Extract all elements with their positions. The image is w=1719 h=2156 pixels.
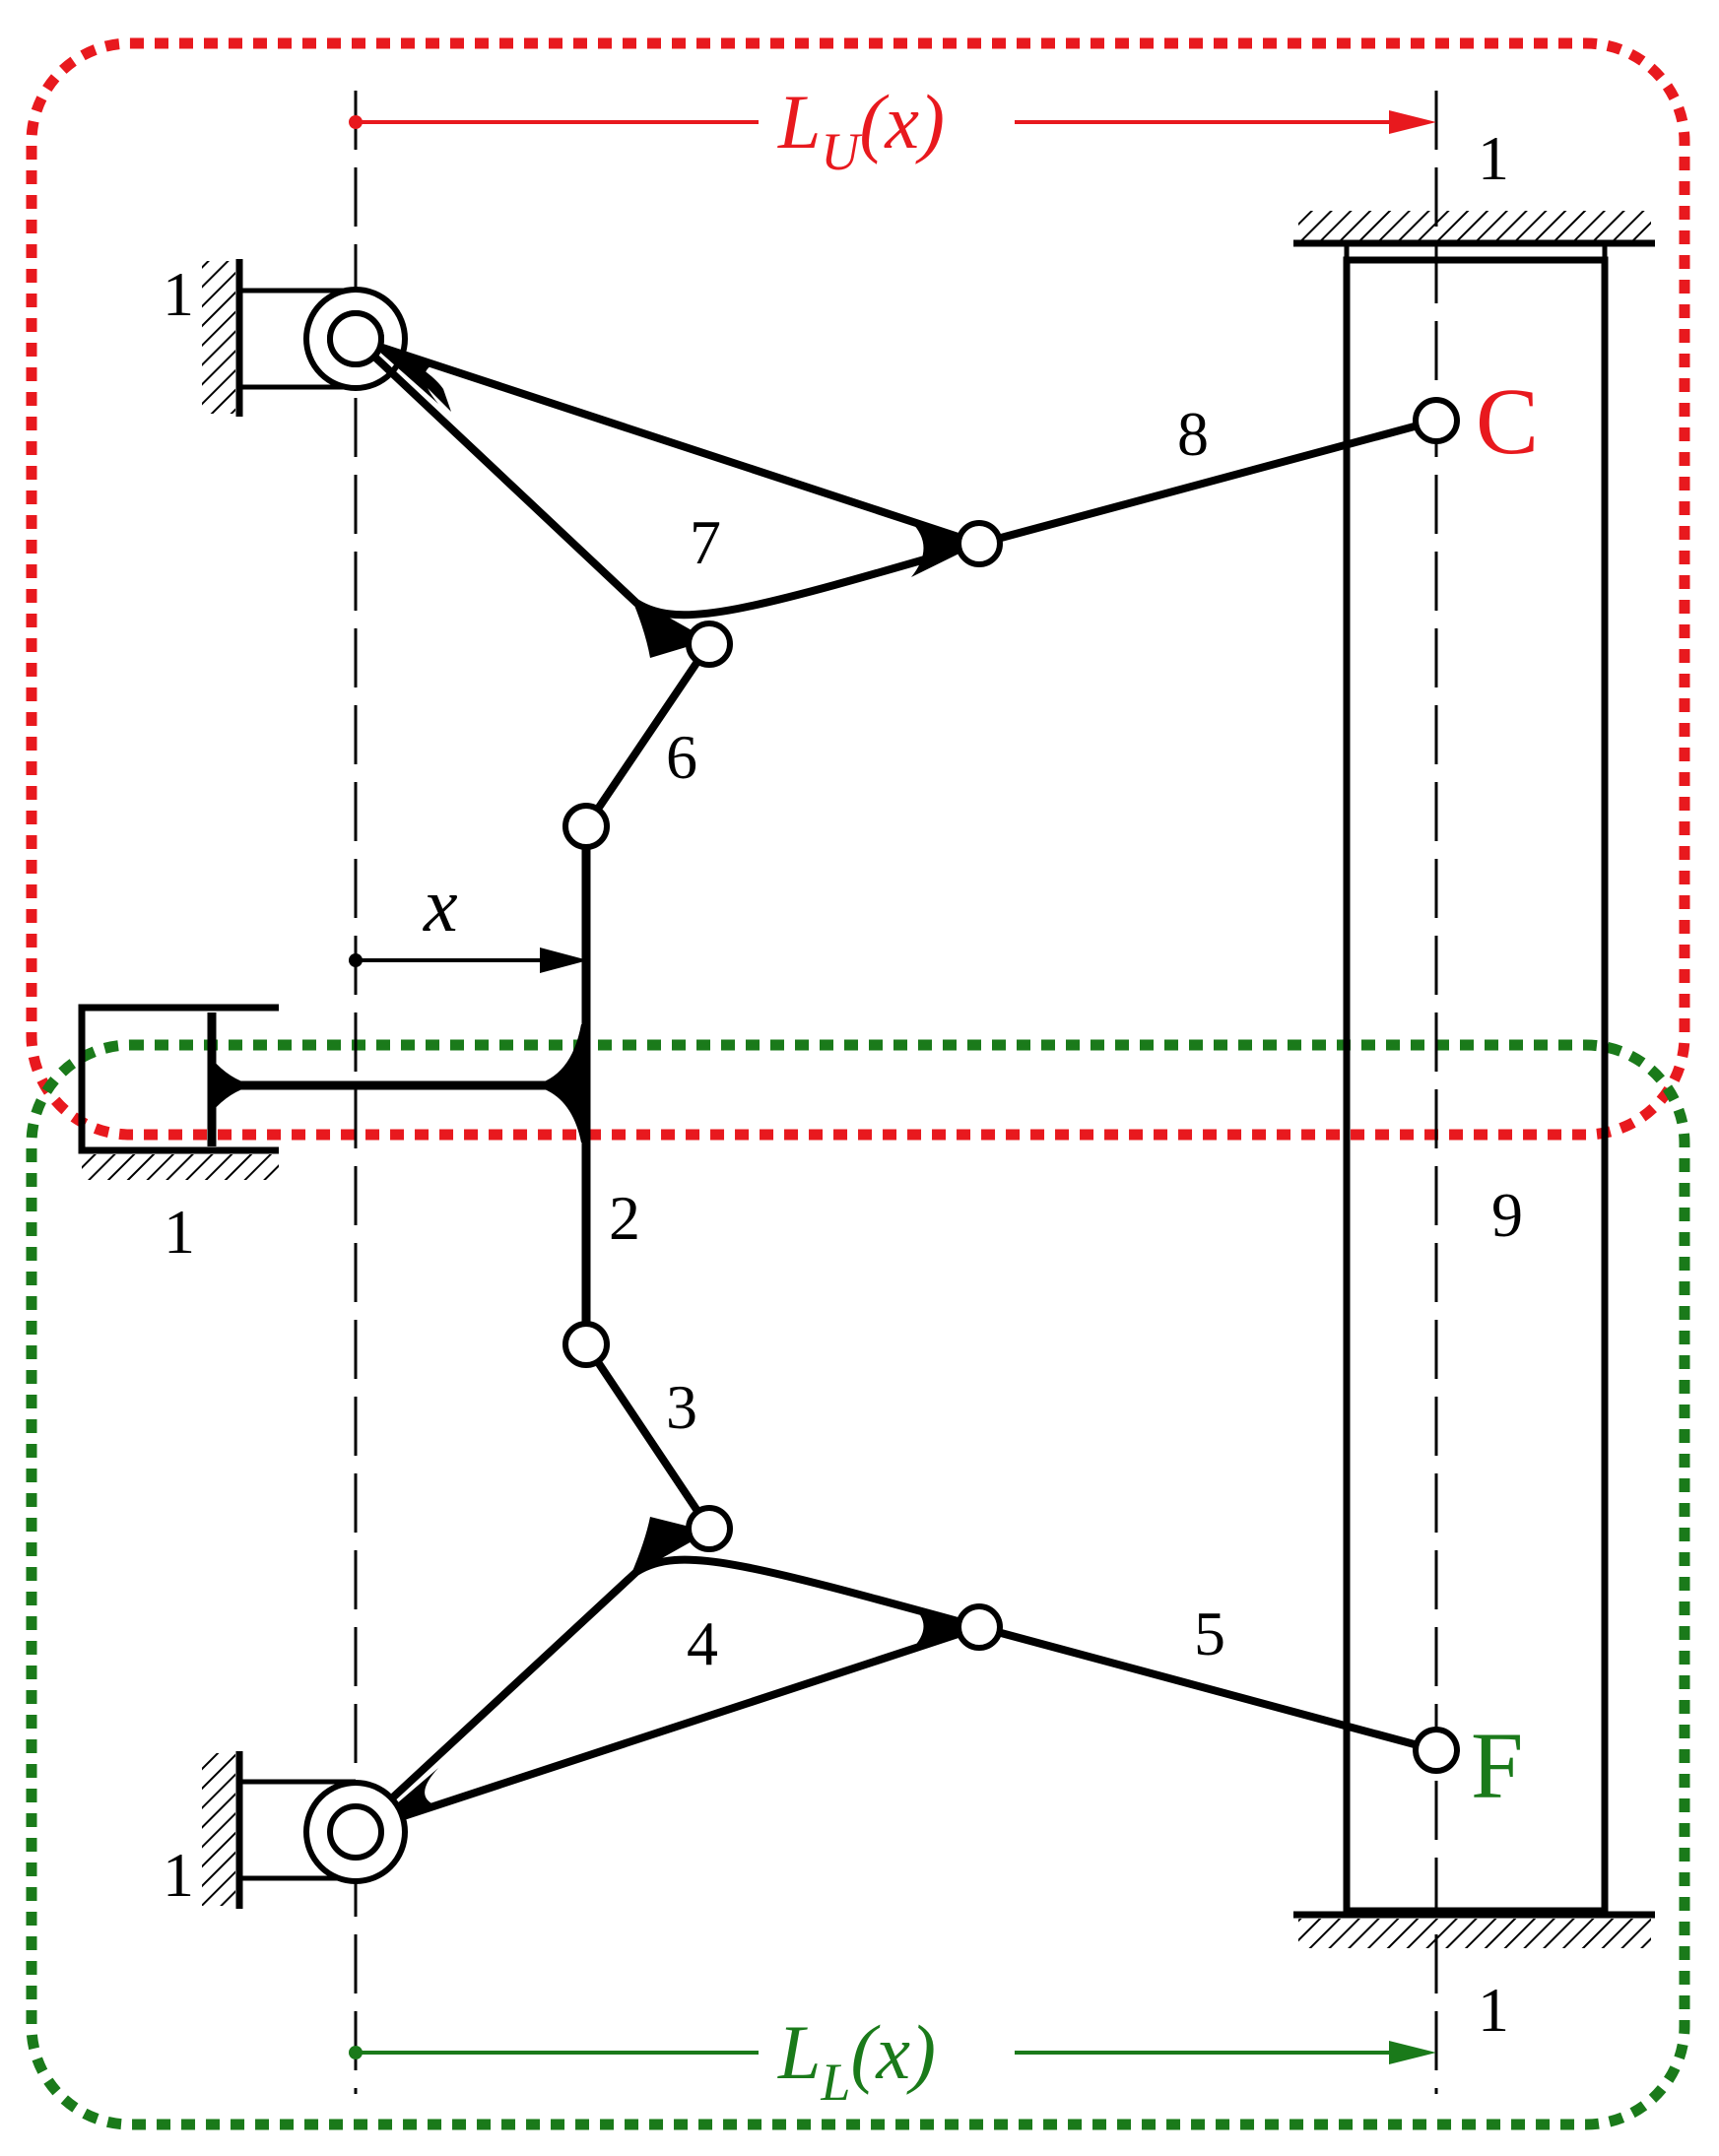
joint-6-7: [686, 621, 733, 668]
link-label-3: 3: [666, 1372, 697, 1442]
link-7-triangle: [353, 335, 981, 658]
ground-label-lower-left: 1: [163, 1840, 194, 1910]
x-dimension: x: [349, 862, 588, 973]
joint-c: [1413, 397, 1460, 444]
lower-region-boundary: [26, 1039, 1690, 2130]
pivot-upper-inner: [327, 310, 384, 367]
link-6: [582, 641, 713, 829]
link-label-2: 2: [609, 1183, 640, 1253]
ground-label-upper-left: 1: [163, 259, 194, 329]
slider-guide: [78, 1004, 279, 1180]
joint-7-8: [956, 520, 1003, 567]
joint-f: [1413, 1727, 1460, 1774]
upper-dimension-label: LU(x): [777, 79, 945, 181]
lower-dimension-label: LL(x): [777, 2009, 936, 2112]
point-c-label: C: [1476, 368, 1539, 474]
upper-region-boundary: [26, 37, 1690, 1141]
link-8: [977, 417, 1438, 548]
x-dimension-label: x: [423, 862, 458, 947]
link-3: [582, 1341, 713, 1532]
ground-top-right: [1293, 211, 1655, 260]
link-4-triangle: [353, 1517, 981, 1836]
link-label-7: 7: [690, 507, 721, 577]
ground-bottom-right: [1293, 1911, 1655, 1948]
joint-2-3: [562, 1321, 610, 1368]
link-label-9: 9: [1491, 1180, 1523, 1250]
point-f-label: F: [1471, 1713, 1523, 1818]
link-label-6: 6: [666, 722, 697, 792]
upper-dimension: LU(x): [349, 79, 1436, 181]
ground-label-slider: 1: [164, 1197, 195, 1267]
joint-3-4: [686, 1505, 733, 1552]
link-label-4: 4: [687, 1608, 718, 1678]
link-label-5: 5: [1194, 1599, 1225, 1668]
link-label-8: 8: [1177, 399, 1209, 469]
ground-pivot-lower: [202, 1751, 356, 1909]
link-9-frame: [1343, 256, 1609, 1915]
link-2-slider: [207, 826, 591, 1344]
joint-2-6: [562, 803, 610, 850]
joint-4-5: [956, 1603, 1003, 1651]
ground-label-top-right: 1: [1478, 123, 1509, 193]
lower-dimension: LL(x): [349, 2009, 1436, 2112]
ground-label-bottom-right: 1: [1478, 1975, 1509, 2045]
ground-pivot-lower-joint: [303, 1780, 408, 1884]
link-5: [977, 1623, 1438, 1754]
